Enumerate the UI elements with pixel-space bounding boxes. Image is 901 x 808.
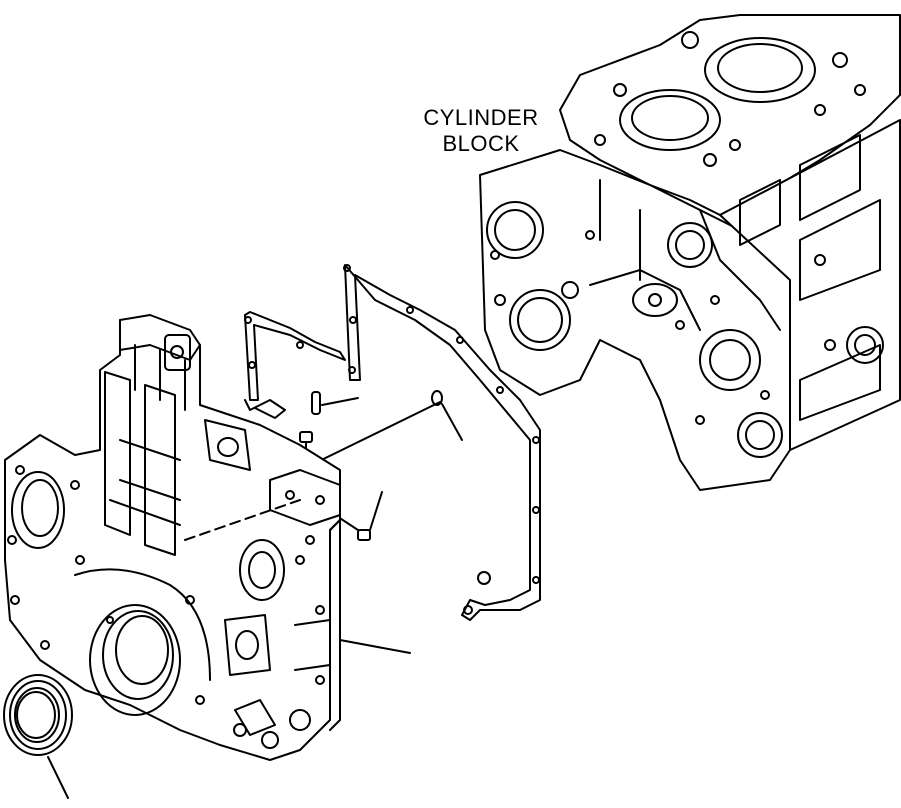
o-ring [432,391,462,440]
front-cover [5,315,340,760]
cylinder-block-label-line2: BLOCK [442,131,520,156]
dowel-pin [312,392,358,414]
alignment-line [305,402,440,468]
front-cover-gasket [245,265,540,620]
cylinder-block [480,15,900,490]
leader-front-cover [340,640,410,653]
oil-seal [4,675,72,798]
cylinder-block-label-line1: CYLINDER [423,105,539,130]
